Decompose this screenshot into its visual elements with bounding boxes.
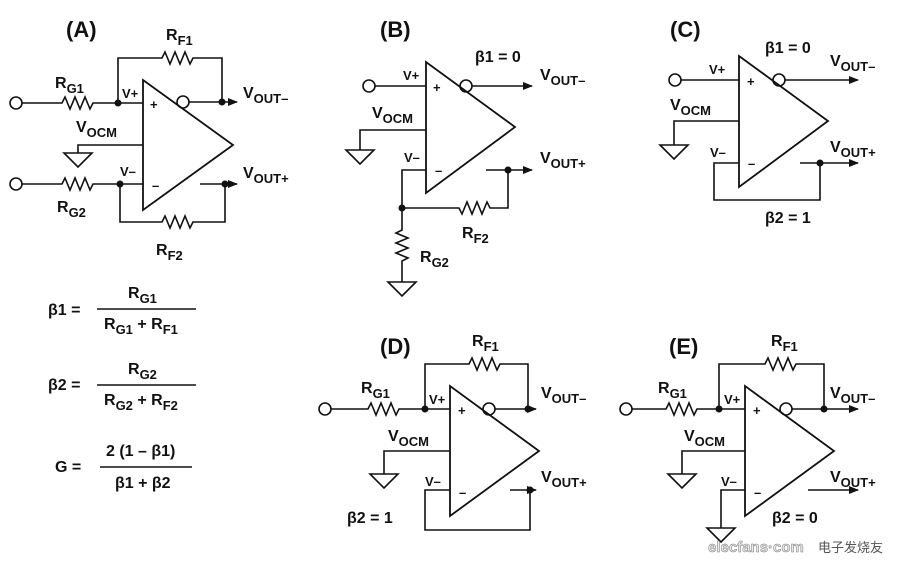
eq-beta2-den: RG2 + RF2 — [104, 392, 178, 413]
panel-e-title: (E) — [669, 334, 698, 359]
panel-d-input-terminal — [318, 402, 332, 416]
panel-e-rg1-label: RG1 — [658, 380, 687, 401]
panel-c-voutp-label: VOUT+ — [830, 139, 876, 160]
panel-d-rf1-resistor — [424, 355, 529, 409]
eq-beta1-den: RG1 + RF1 — [104, 316, 178, 337]
panel-a-rg1-resistor — [22, 94, 143, 112]
panel-c-plus-label: + — [747, 74, 755, 89]
panel-d-vocm-label: VOCM — [388, 428, 429, 449]
panel-b-input-terminal — [362, 79, 376, 93]
panel-e-minus-label: – — [754, 485, 761, 500]
panel-b-vocm-label: VOCM — [372, 105, 413, 126]
watermark: elecfans·com 电子发烧友 — [708, 539, 883, 557]
panel-d-vplus-label: V+ — [429, 392, 446, 407]
panel-a-rf2-label: RF2 — [156, 242, 183, 263]
panel-e-ground-icon — [666, 473, 698, 490]
panel-e-voutm-label: VOUT– — [830, 385, 875, 406]
panel-b-vplus-label: V+ — [403, 68, 420, 83]
panel-b-opamp — [425, 60, 517, 195]
panel-e-plus-label: + — [753, 403, 761, 418]
eq-gain-lhs: G = — [55, 459, 81, 476]
panel-a-ground-icon — [62, 152, 94, 169]
panel-a-voutp-label: VOUT+ — [243, 165, 289, 186]
panel-a-plus-label: + — [150, 97, 158, 112]
panel-a-rg2-resistor — [22, 175, 143, 193]
panel-e-rf1-label: RF1 — [771, 333, 798, 354]
panel-a-rf1-resistor — [117, 49, 223, 103]
panel-e-vplus-label: V+ — [724, 392, 741, 407]
panel-c-beta2-label: β2 = 1 — [765, 210, 811, 227]
panel-a-rg1-label: RG1 — [55, 75, 84, 96]
panel-c-title: (C) — [670, 17, 701, 42]
panel-c-vocm-label: VOCM — [670, 97, 711, 118]
panel-a: (A) + – V+ RG1 RF1 VOUT– VOCM V– RG2 RF2 — [9, 17, 289, 263]
panel-e-vminus-label: V– — [721, 474, 737, 489]
panel-d-title: (D) — [380, 334, 411, 359]
panel-e: (E) + – V+ RG1 RF1 VOUT– VOCM V– VOUT+ β… — [619, 333, 876, 544]
panel-a-input-terminal-top — [9, 96, 23, 110]
panel-d: (D) + – V+ RG1 RF1 VOUT– VOCM V– VOUT+ β… — [318, 333, 587, 531]
panel-a-minus-label: – — [152, 178, 159, 193]
panel-d-rg1-label: RG1 — [361, 380, 390, 401]
panel-a-vminus-label: V– — [120, 164, 136, 179]
panel-c-input-terminal — [668, 73, 682, 87]
panel-e-beta2-label: β2 = 0 — [772, 510, 818, 527]
eq-beta1-num: RG1 — [128, 285, 157, 306]
watermark-cn-text: 电子发烧友 — [818, 540, 883, 556]
panel-a-voutm-label: VOUT– — [243, 85, 288, 106]
panel-d-rg1-resistor — [331, 400, 450, 418]
panel-b-voutm-label: VOUT– — [540, 67, 585, 88]
panel-b-beta1-label: β1 = 0 — [475, 49, 521, 66]
panel-e-rf1-resistor — [718, 355, 825, 409]
panel-b: (B) + – V+ β1 = 0 VOUT– VOCM V– VOUT+ RF… — [344, 17, 586, 298]
panel-e-input-terminal — [619, 402, 633, 416]
panel-c-beta1-label: β1 = 0 — [765, 40, 811, 57]
panel-c-voutm-label: VOUT– — [830, 53, 875, 74]
watermark-text: elecfans·com — [708, 539, 804, 556]
panel-b-rf2-resistor — [402, 170, 509, 217]
eq-gain-num: 2 (1 – β1) — [106, 443, 175, 460]
panel-a-vocm-label: VOCM — [76, 119, 117, 140]
panel-b-vminus-label: V– — [404, 150, 420, 165]
panel-a-vplus-label: V+ — [122, 86, 139, 101]
panel-b-rg2-resistor — [393, 208, 411, 282]
panel-c-vminus-label: V– — [710, 145, 726, 160]
panel-b-rf2-label: RF2 — [462, 225, 489, 246]
panel-a-rf2-resistor — [119, 184, 226, 231]
panel-e-voutp-label: VOUT+ — [830, 469, 876, 490]
panel-b-title: (B) — [380, 17, 411, 42]
panel-a-title: (A) — [66, 17, 97, 42]
panel-a-rf1-label: RF1 — [166, 27, 193, 48]
panel-d-minus-label: – — [459, 485, 466, 500]
panel-b-rg2-label: RG2 — [420, 249, 449, 270]
panel-e-rg1-resistor — [632, 400, 745, 418]
panel-a-rg2-label: RG2 — [57, 199, 86, 220]
panel-a-inverting-bubble — [176, 95, 190, 109]
panel-d-vminus-label: V– — [425, 474, 441, 489]
panel-d-beta2-label: β2 = 1 — [347, 510, 393, 527]
panel-b-plus-label: + — [433, 80, 441, 95]
panel-b-ground-icon-2 — [386, 281, 418, 298]
eq-beta2-lhs: β2 = — [48, 377, 80, 394]
panel-d-ground-icon — [368, 473, 400, 490]
panel-d-voutp-label: VOUT+ — [541, 469, 587, 490]
panel-c-minus-label: – — [748, 156, 755, 171]
equations: β1 = RG1 RG1 + RF1 β2 = RG2 RG2 + RF2 G … — [48, 285, 196, 492]
panel-b-voutp-label: VOUT+ — [540, 150, 586, 171]
eq-beta1-lhs: β1 = — [48, 302, 80, 319]
panel-b-minus-label: – — [435, 163, 442, 178]
panel-d-plus-label: + — [458, 403, 466, 418]
panel-d-voutm-label: VOUT– — [541, 385, 586, 406]
panel-e-vocm-label: VOCM — [684, 428, 725, 449]
panel-c: (C) + – V+ β1 = 0 VOUT– VOCM V– VOUT+ β2… — [658, 17, 876, 227]
panel-c-vplus-label: V+ — [709, 62, 726, 77]
eq-gain-den: β1 + β2 — [115, 475, 171, 492]
panel-c-ground-icon — [658, 144, 690, 161]
panel-a-input-terminal-bottom — [9, 177, 23, 191]
panel-e-ground-icon-2 — [705, 527, 737, 544]
panel-b-ground-icon — [344, 149, 376, 166]
eq-beta2-num: RG2 — [128, 361, 157, 382]
panel-d-rf1-label: RF1 — [472, 333, 499, 354]
